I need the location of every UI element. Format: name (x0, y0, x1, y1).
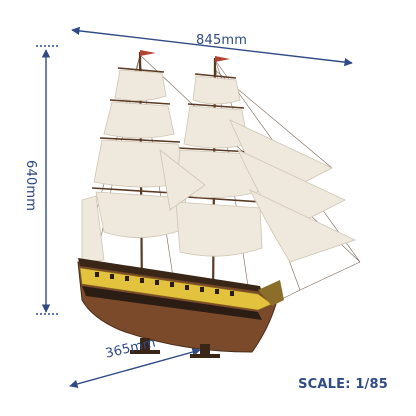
pennants (140, 50, 230, 62)
width-dimension-line (71, 26, 353, 67)
display-stand (130, 338, 220, 358)
height-dimension-line (36, 45, 58, 315)
sails (81, 69, 357, 263)
height-label: 640mm (23, 160, 38, 212)
hull (77, 258, 284, 353)
scale-label: SCALE: 1/85 (298, 377, 388, 392)
depth-dimension-line (69, 347, 201, 389)
width-label: 845mm (196, 33, 248, 48)
